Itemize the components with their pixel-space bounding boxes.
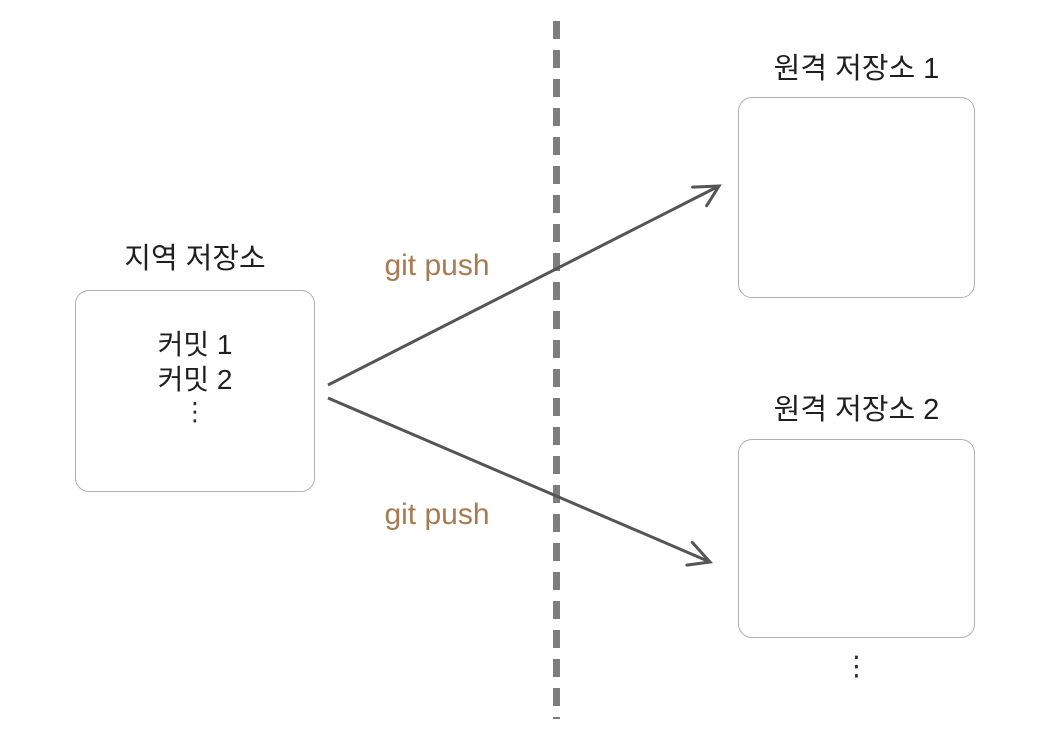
more-remotes-ellipsis: ⋮: [843, 651, 870, 681]
git-push-label-2: git push: [384, 498, 490, 531]
commit-list: 커밋 1 커밋 2 ⋮: [76, 291, 314, 427]
local-repo-box: 커밋 1 커밋 2 ⋮: [75, 290, 315, 492]
remote-repo-2-box: [738, 439, 975, 638]
git-push-arrow-1: [327, 184, 722, 387]
remote-repo-1-box: [738, 97, 975, 298]
commit-1: 커밋 1: [157, 329, 233, 360]
commit-2: 커밋 2: [157, 364, 233, 395]
remote-repo-1-title: 원격 저장소 1: [773, 53, 940, 85]
remote-repo-2-title: 원격 저장소 2: [773, 394, 940, 426]
local-repo-title: 지역 저장소: [124, 243, 266, 275]
commits-ellipsis: ⋮: [182, 398, 208, 426]
git-push-arrow-2: [327, 396, 714, 567]
git-push-label-1: git push: [384, 249, 490, 282]
